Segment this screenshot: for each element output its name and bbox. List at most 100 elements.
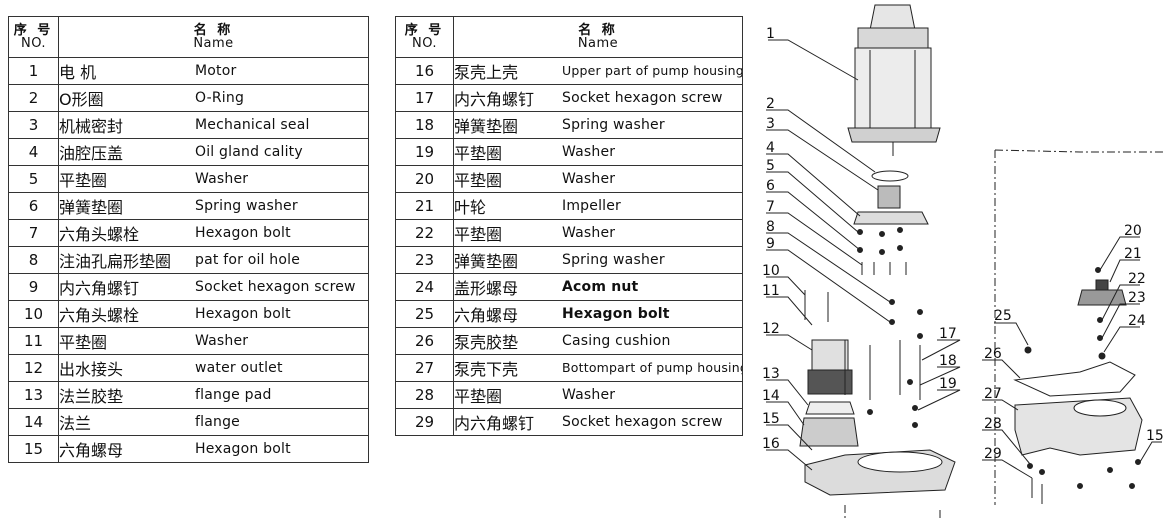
item-name-en: pat for oil hole <box>195 252 301 268</box>
item-name-en: Oil gland cality <box>195 144 303 160</box>
item-name-en: Socket hexagon screw <box>195 279 356 295</box>
header-no-cn: 序 号 <box>404 23 445 38</box>
item-number: 4 <box>8 138 59 166</box>
item-name-cn: 油腔压盖 <box>59 144 124 163</box>
callout-label: 4 <box>766 140 775 156</box>
callout-label: 28 <box>984 416 1002 432</box>
callout-label: 13 <box>762 366 780 382</box>
callout-label: 8 <box>766 219 775 235</box>
item-number: 3 <box>8 111 59 139</box>
hexagon-bolts-part <box>804 262 907 322</box>
header-no-cn: 序 号 <box>13 23 54 38</box>
item-name-cn: 六角螺母 <box>59 441 124 460</box>
item-name-en: Washer <box>562 225 616 241</box>
callout-label: 6 <box>766 178 775 194</box>
item-number: 22 <box>395 219 454 247</box>
item-name-cn: 弹簧垫圈 <box>454 117 519 136</box>
item-number: 16 <box>395 57 454 85</box>
motor-part <box>847 4 941 156</box>
callout-label: 27 <box>984 386 1002 402</box>
item-number: 29 <box>395 408 454 436</box>
callout-label: 1 <box>766 26 775 42</box>
item-name-en: Upper part of pump housing <box>562 63 743 78</box>
callout-label: 5 <box>766 158 775 174</box>
exploded-pump-drawing: 1 2 3 4 5 6 7 8 9 10 11 12 13 14 15 16 1… <box>762 4 1165 520</box>
item-number: 2 <box>8 84 59 112</box>
item-name-en: Washer <box>195 171 249 187</box>
item-name-cn: 六角头螺栓 <box>59 225 140 244</box>
header-no-en: NO. <box>20 36 47 51</box>
item-name: 平垫圈 Washer <box>453 219 743 247</box>
item-name-cn: 六角螺母 <box>454 306 519 325</box>
callout-label: 22 <box>1128 271 1146 287</box>
item-number: 27 <box>395 354 454 382</box>
header-name: 名 称 Name <box>453 16 743 58</box>
item-name-cn: 机械密封 <box>59 117 124 136</box>
item-name-cn: 六角头螺栓 <box>59 306 140 325</box>
item-name-cn: 平垫圈 <box>59 171 108 190</box>
item-name-cn: 法兰 <box>59 414 92 433</box>
item-name-cn: 内六角螺钉 <box>59 279 140 298</box>
item-name-cn: 平垫圈 <box>454 225 503 244</box>
item-name-en: Spring washer <box>195 198 298 214</box>
item-name-en: Hexagon bolt <box>195 441 291 457</box>
item-name-en: O-Ring <box>195 90 245 106</box>
item-name-en: Acom nut <box>562 279 639 295</box>
callout-label: 25 <box>994 308 1012 324</box>
item-name: 六角螺母 Hexagon bolt <box>58 435 369 463</box>
header-no: 序 号 NO. <box>395 16 454 58</box>
item-name-en: Bottompart of pump housing <box>562 360 743 375</box>
item-name-en: Socket hexagon screw <box>562 90 723 106</box>
item-name-cn: 内六角螺钉 <box>454 90 535 109</box>
oil-gland-part <box>853 211 929 225</box>
item-number: 14 <box>8 408 59 436</box>
item-name-en: Washer <box>195 333 249 349</box>
item-number: 25 <box>395 300 454 328</box>
header-name-cn: 名 称 <box>193 23 234 38</box>
item-number: 15 <box>8 435 59 463</box>
item-name-en: Hexagon bolt <box>195 225 291 241</box>
item-name-cn: 内六角螺钉 <box>454 414 535 433</box>
item-name-cn: 平垫圈 <box>454 171 503 190</box>
item-number: 18 <box>395 111 454 139</box>
item-number: 10 <box>8 300 59 328</box>
item-number: 13 <box>8 381 59 409</box>
header-name-en: Name <box>577 36 619 51</box>
callout-labels: 1 2 3 4 5 6 7 8 9 10 11 12 13 14 15 16 1… <box>762 26 1164 462</box>
item-number: 6 <box>8 192 59 220</box>
water-outlet-part <box>807 339 853 395</box>
callout-label: 29 <box>984 446 1002 462</box>
item-name: 油腔压盖 Oil gland cality <box>58 138 369 166</box>
item-name-en: Washer <box>562 387 616 403</box>
